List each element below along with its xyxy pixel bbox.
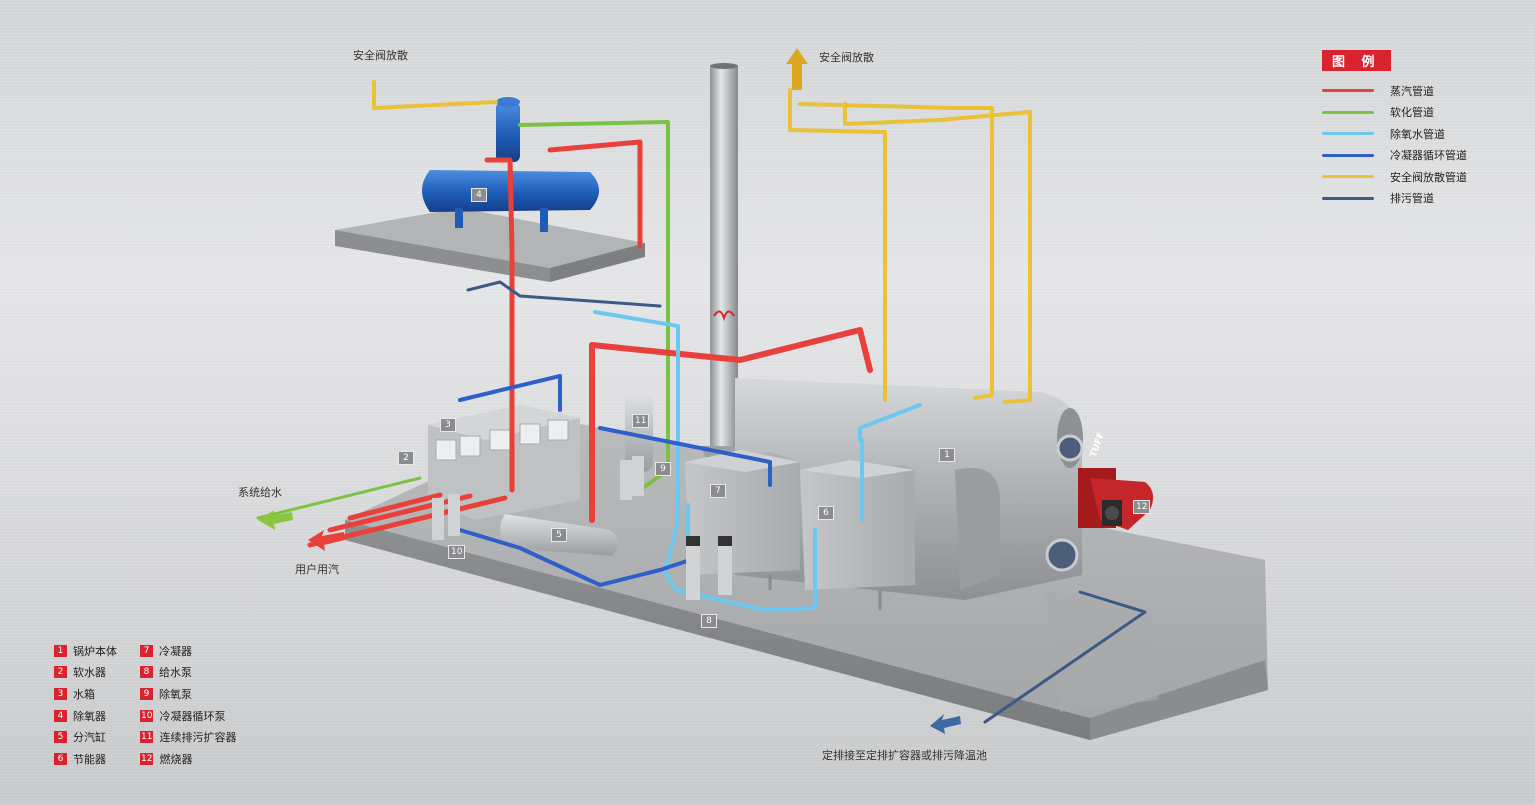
system-feed-water-label: 系统给水 <box>238 486 282 499</box>
legend-item-condenser-loop: 冷凝器循环管道 <box>1322 145 1482 167</box>
component-list: 1 锅炉本体 7 冷凝器 2 软水器 8 给水泵 3 水箱 9 除氧泵 4 除氧器 10 冷凝器… <box>54 640 314 770</box>
legend-swatch <box>1322 153 1374 157</box>
legend-label: 排污管道 <box>1390 192 1434 206</box>
legend-item-blowdown: 排污管道 <box>1322 188 1482 210</box>
tag-deaerator-pump: 9 <box>655 462 671 476</box>
tag-economizer: 6 <box>818 506 834 520</box>
component-item: 10 冷凝器循环泵 <box>140 705 280 727</box>
component-item: 12 燃烧器 <box>140 748 280 770</box>
tag-condenser: 7 <box>710 484 726 498</box>
tag-blowdown-expander: 11 <box>632 414 650 428</box>
legend-swatch <box>1322 110 1374 114</box>
component-name: 节能器 <box>73 752 106 766</box>
component-item: 9 除氧泵 <box>140 683 280 705</box>
blowdown-expander <box>625 392 653 472</box>
tag-boiler: 1 <box>939 448 955 462</box>
legend-label: 软化管道 <box>1390 106 1434 120</box>
component-name: 冷凝器 <box>159 644 192 658</box>
component-name: 燃烧器 <box>159 752 193 766</box>
component-number: 7 <box>140 644 153 657</box>
legend-item-steam: 蒸汽管道 <box>1322 80 1482 102</box>
legend-item-softened: 软化管道 <box>1322 102 1482 124</box>
feed-water-pumps <box>686 536 732 600</box>
component-number: 5 <box>54 731 67 744</box>
component-number: 11 <box>140 731 154 744</box>
component-item: 8 给水泵 <box>140 662 280 684</box>
legend-item-deaerated: 除氧水管道 <box>1322 123 1482 145</box>
safety-vent-arrow <box>786 48 808 90</box>
legend-label: 冷凝器循环管道 <box>1390 149 1467 163</box>
component-item: 1 锅炉本体 <box>54 640 140 662</box>
component-number: 12 <box>140 752 154 765</box>
tag-deaerator: 4 <box>471 188 487 202</box>
safety-vent-label-right: 安全阀放散 <box>819 51 874 64</box>
condenser-circulation-pumps <box>432 456 644 540</box>
legend-swatch <box>1322 196 1374 200</box>
legend-swatch <box>1322 132 1374 136</box>
legend-label: 除氧水管道 <box>1390 127 1445 141</box>
component-number: 4 <box>54 709 67 722</box>
legend-swatch <box>1322 175 1374 179</box>
component-name: 连续排污扩容器 <box>159 731 237 745</box>
safety-vent-label-left: 安全阀放散 <box>353 49 408 62</box>
tag-softener: 2 <box>398 451 414 465</box>
tag-water-tank: 3 <box>440 418 456 432</box>
legend-label: 安全阀放散管道 <box>1390 170 1467 184</box>
component-item: 3 水箱 <box>54 683 140 705</box>
tag-steam-header: 5 <box>551 528 567 542</box>
deaerator-platform <box>335 208 645 282</box>
component-number: 3 <box>54 687 67 700</box>
component-number: 2 <box>54 666 67 679</box>
component-name: 给水泵 <box>159 666 192 680</box>
user-steam-arrow <box>308 530 345 551</box>
water-tank <box>428 405 580 520</box>
pipe-network <box>256 80 1147 724</box>
component-item: 7 冷凝器 <box>140 640 280 662</box>
component-item: 11 连续排污扩容器 <box>140 726 280 748</box>
tag-burner: 12 <box>1133 500 1151 514</box>
component-item: 5 分汽缸 <box>54 726 140 748</box>
condenser-unit <box>685 450 800 590</box>
tag-feed-pump: 8 <box>701 614 717 628</box>
component-name: 冷凝器循环泵 <box>159 709 226 723</box>
legend-title: 图 例 <box>1322 50 1391 71</box>
component-item: 4 除氧器 <box>54 705 140 727</box>
economizer-unit <box>800 460 915 610</box>
component-name: 水箱 <box>73 687 95 701</box>
tag-condenser-pump: 10 <box>448 545 466 559</box>
legend-swatch <box>1322 89 1374 93</box>
component-name: 分汽缸 <box>73 731 106 745</box>
legend-item-safety-vent: 安全阀放散管道 <box>1322 166 1482 188</box>
legend-label: 蒸汽管道 <box>1390 84 1434 98</box>
component-name: 除氧器 <box>73 709 106 723</box>
component-number: 6 <box>54 752 67 765</box>
legend: 图 例 蒸汽管道 软化管道 除氧水管道 冷凝器循环管道 安全阀放散管道 排污管道 <box>1322 50 1482 209</box>
user-steam-label: 用户用汽 <box>295 563 339 576</box>
blowdown-destination-label: 定排接至定排扩容器或排污降温池 <box>822 749 987 762</box>
component-name: 锅炉本体 <box>73 644 117 658</box>
component-number: 10 <box>140 709 154 722</box>
component-number: 9 <box>140 687 153 700</box>
component-number: 8 <box>140 666 153 679</box>
component-name: 除氧泵 <box>159 687 192 701</box>
feed-water-arrow <box>258 510 293 530</box>
component-item: 2 软水器 <box>54 662 140 684</box>
component-number: 1 <box>54 644 67 657</box>
blowdown-arrow <box>930 714 961 734</box>
component-item: 6 节能器 <box>54 748 140 770</box>
component-name: 软水器 <box>73 666 106 680</box>
